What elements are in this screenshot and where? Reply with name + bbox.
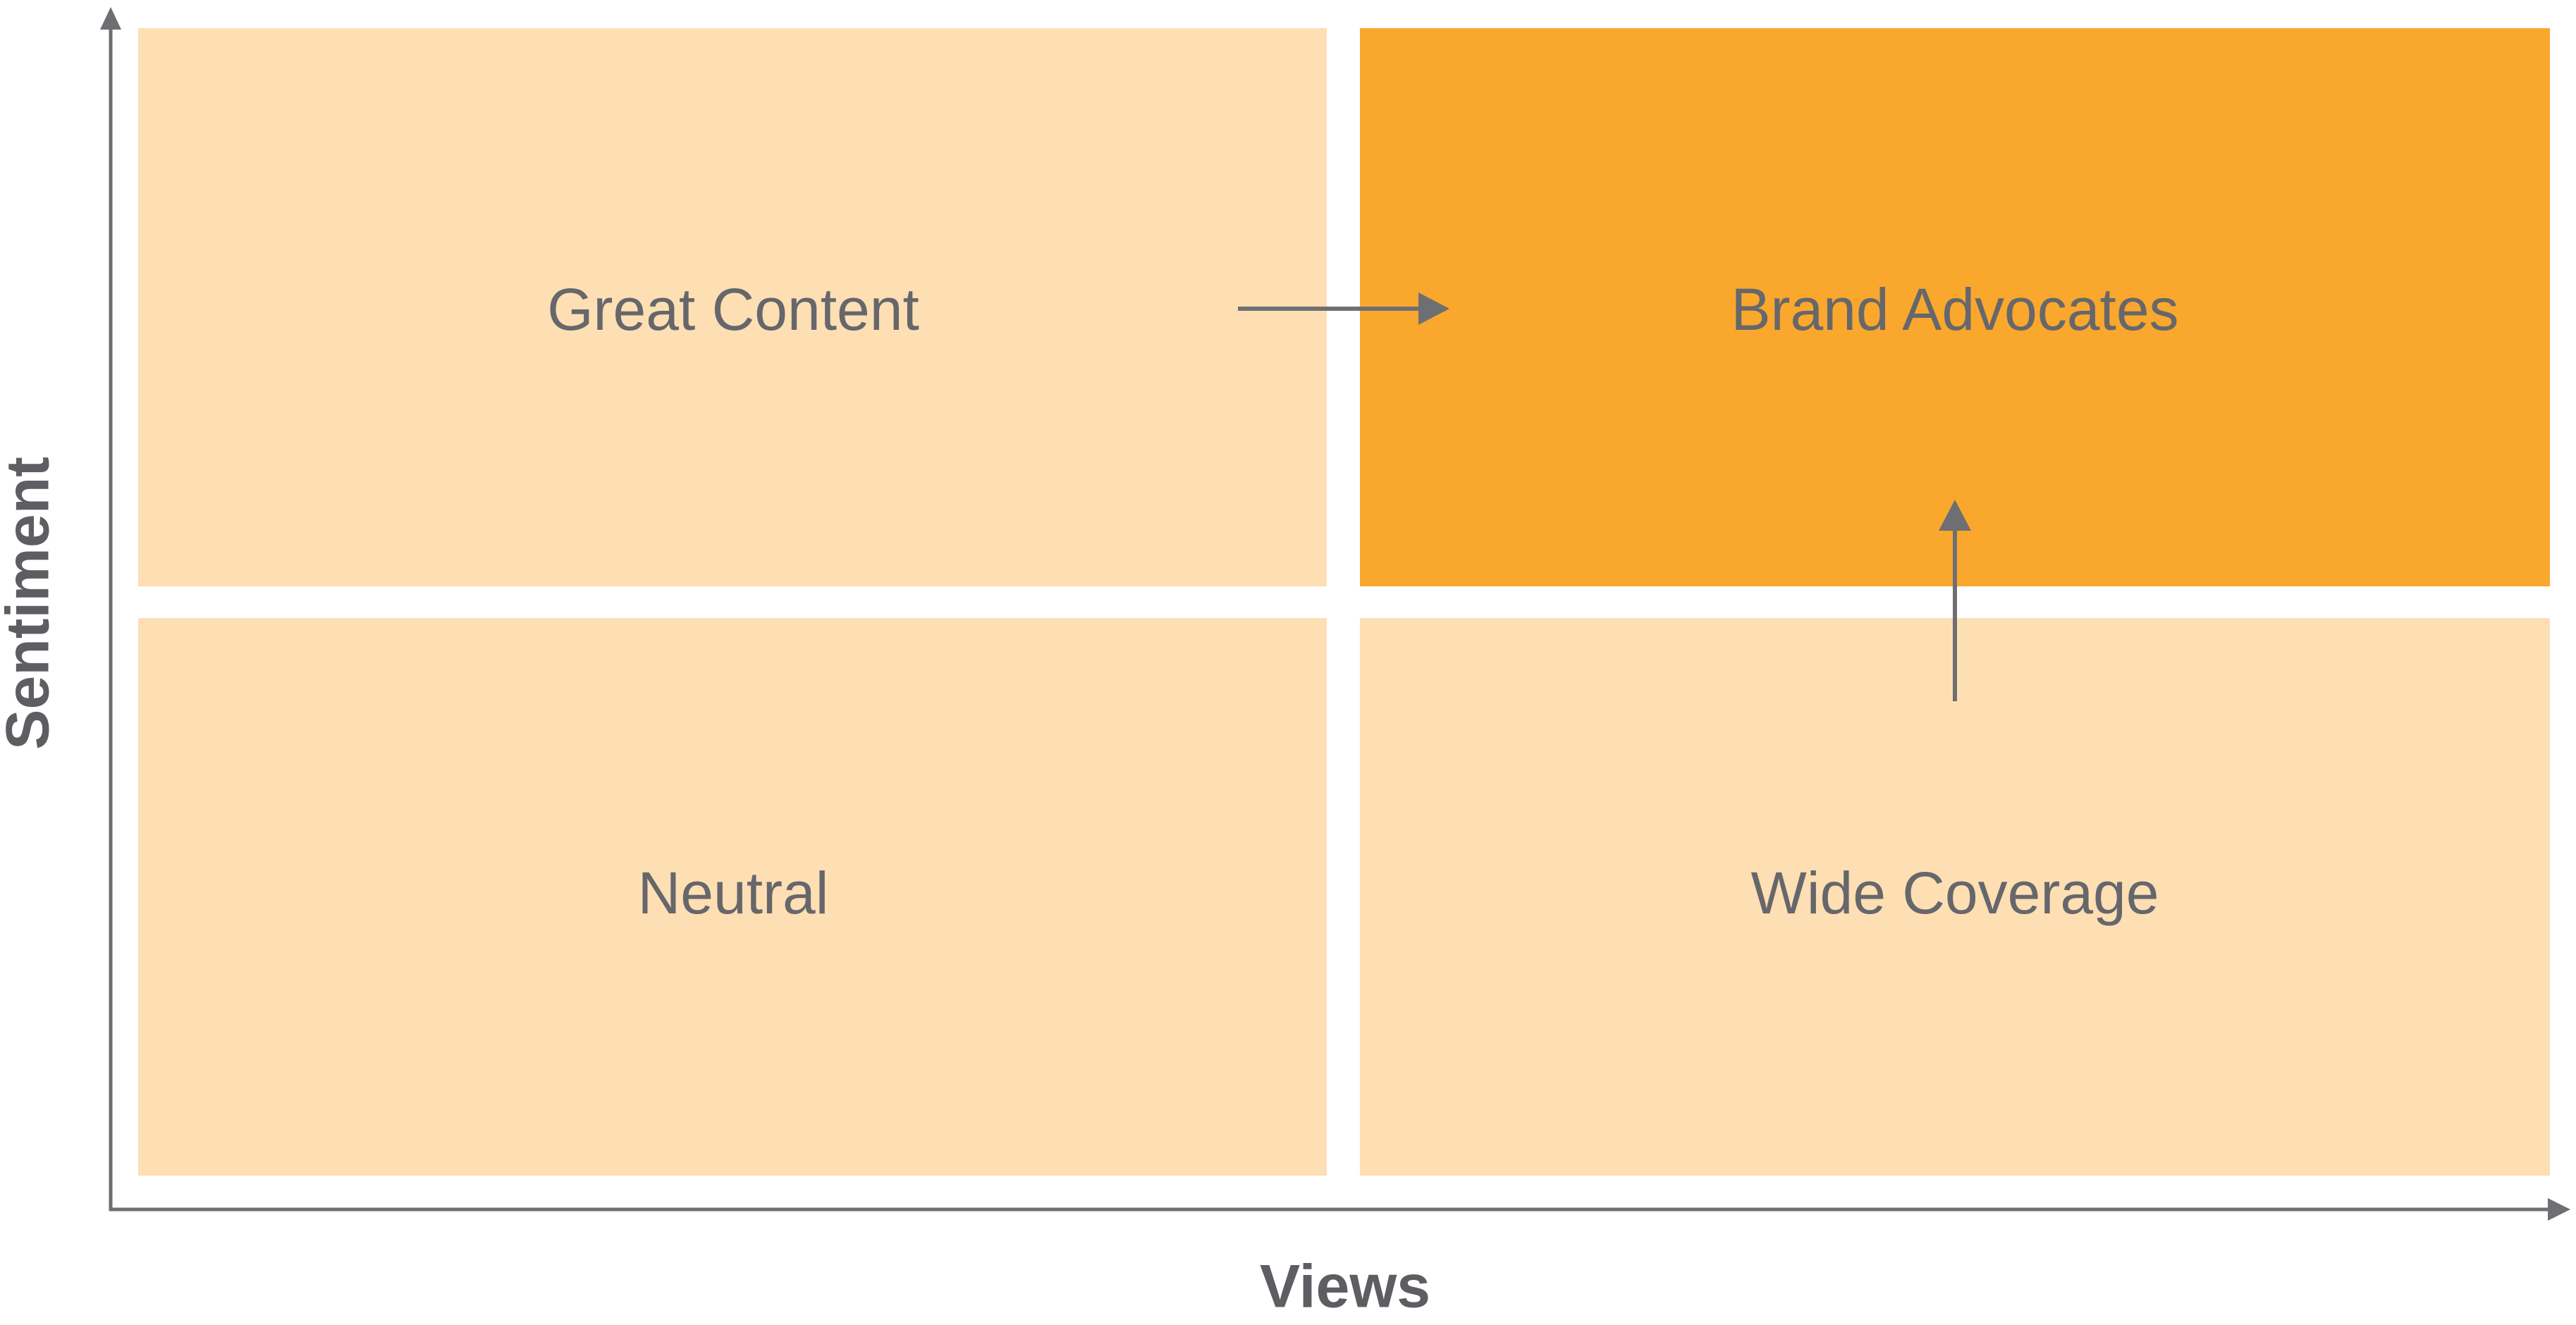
y-axis-label: Sentiment bbox=[0, 457, 62, 750]
arrow-up-icon bbox=[1939, 500, 1971, 701]
quadrant-bottom-right bbox=[1360, 618, 2550, 1176]
y-axis bbox=[100, 7, 121, 1211]
quadrant-top-right bbox=[1360, 28, 2550, 586]
x-axis bbox=[109, 1198, 2570, 1221]
arrow-right-icon bbox=[1238, 292, 1449, 325]
quadrant-bottom-left bbox=[138, 618, 1327, 1176]
quadrant-label-brand-advocates: Brand Advocates bbox=[1731, 276, 2178, 343]
quadrant-label-great-content: Great Content bbox=[547, 276, 919, 343]
quadrant-top-left bbox=[138, 28, 1327, 586]
x-axis-label: Views bbox=[1260, 1253, 1430, 1321]
quadrant-label-wide-coverage: Wide Coverage bbox=[1751, 860, 2159, 926]
quadrant-label-neutral: Neutral bbox=[638, 860, 829, 926]
